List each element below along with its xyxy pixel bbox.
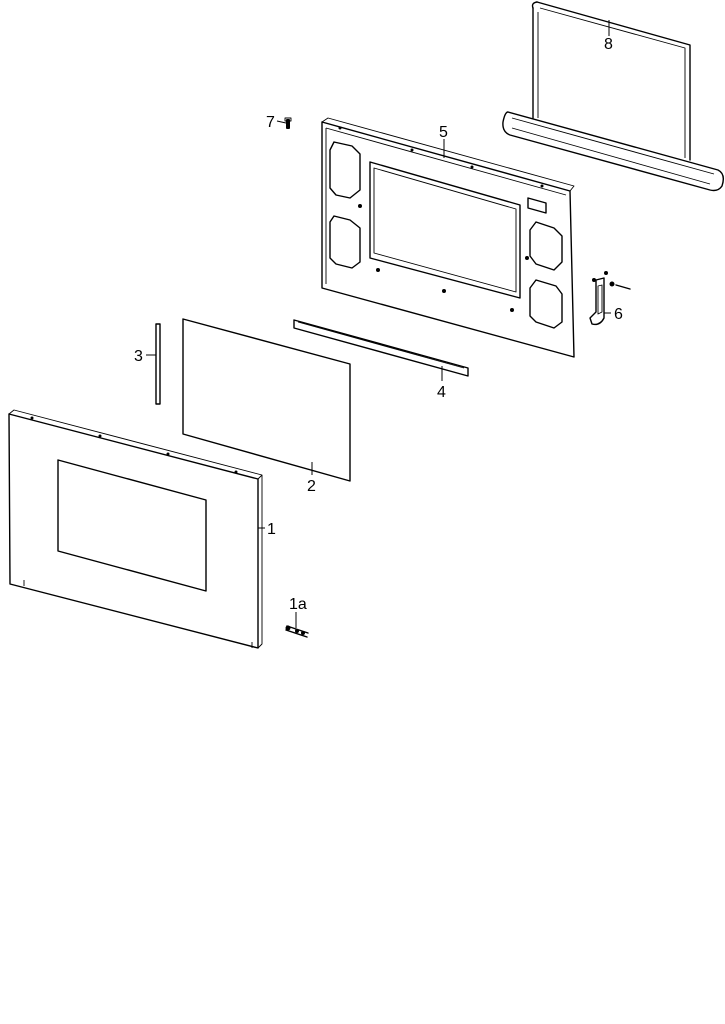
callout-7: 7 <box>266 114 275 131</box>
part-2-glass-pane <box>182 318 351 482</box>
part-4-trim-strip <box>293 319 469 377</box>
callout-1: 1 <box>267 521 276 538</box>
callout-8: 8 <box>604 36 613 53</box>
part-3-side-seal <box>155 323 161 405</box>
part-6-hinge-bracket <box>589 271 631 326</box>
callout-2: 2 <box>307 478 316 495</box>
callout-5: 5 <box>439 124 448 141</box>
part-8-frame <box>502 1 725 192</box>
part-1a-clip <box>285 625 309 638</box>
leader-lines <box>146 20 611 628</box>
callout-3: 3 <box>134 348 143 365</box>
callout-1a: 1a <box>289 596 307 613</box>
callout-6: 6 <box>614 306 623 323</box>
callout-4: 4 <box>437 384 446 401</box>
part-1-outer-panel <box>8 409 263 649</box>
part-5-inner-panel <box>321 117 575 358</box>
part-7-screw <box>284 117 292 129</box>
